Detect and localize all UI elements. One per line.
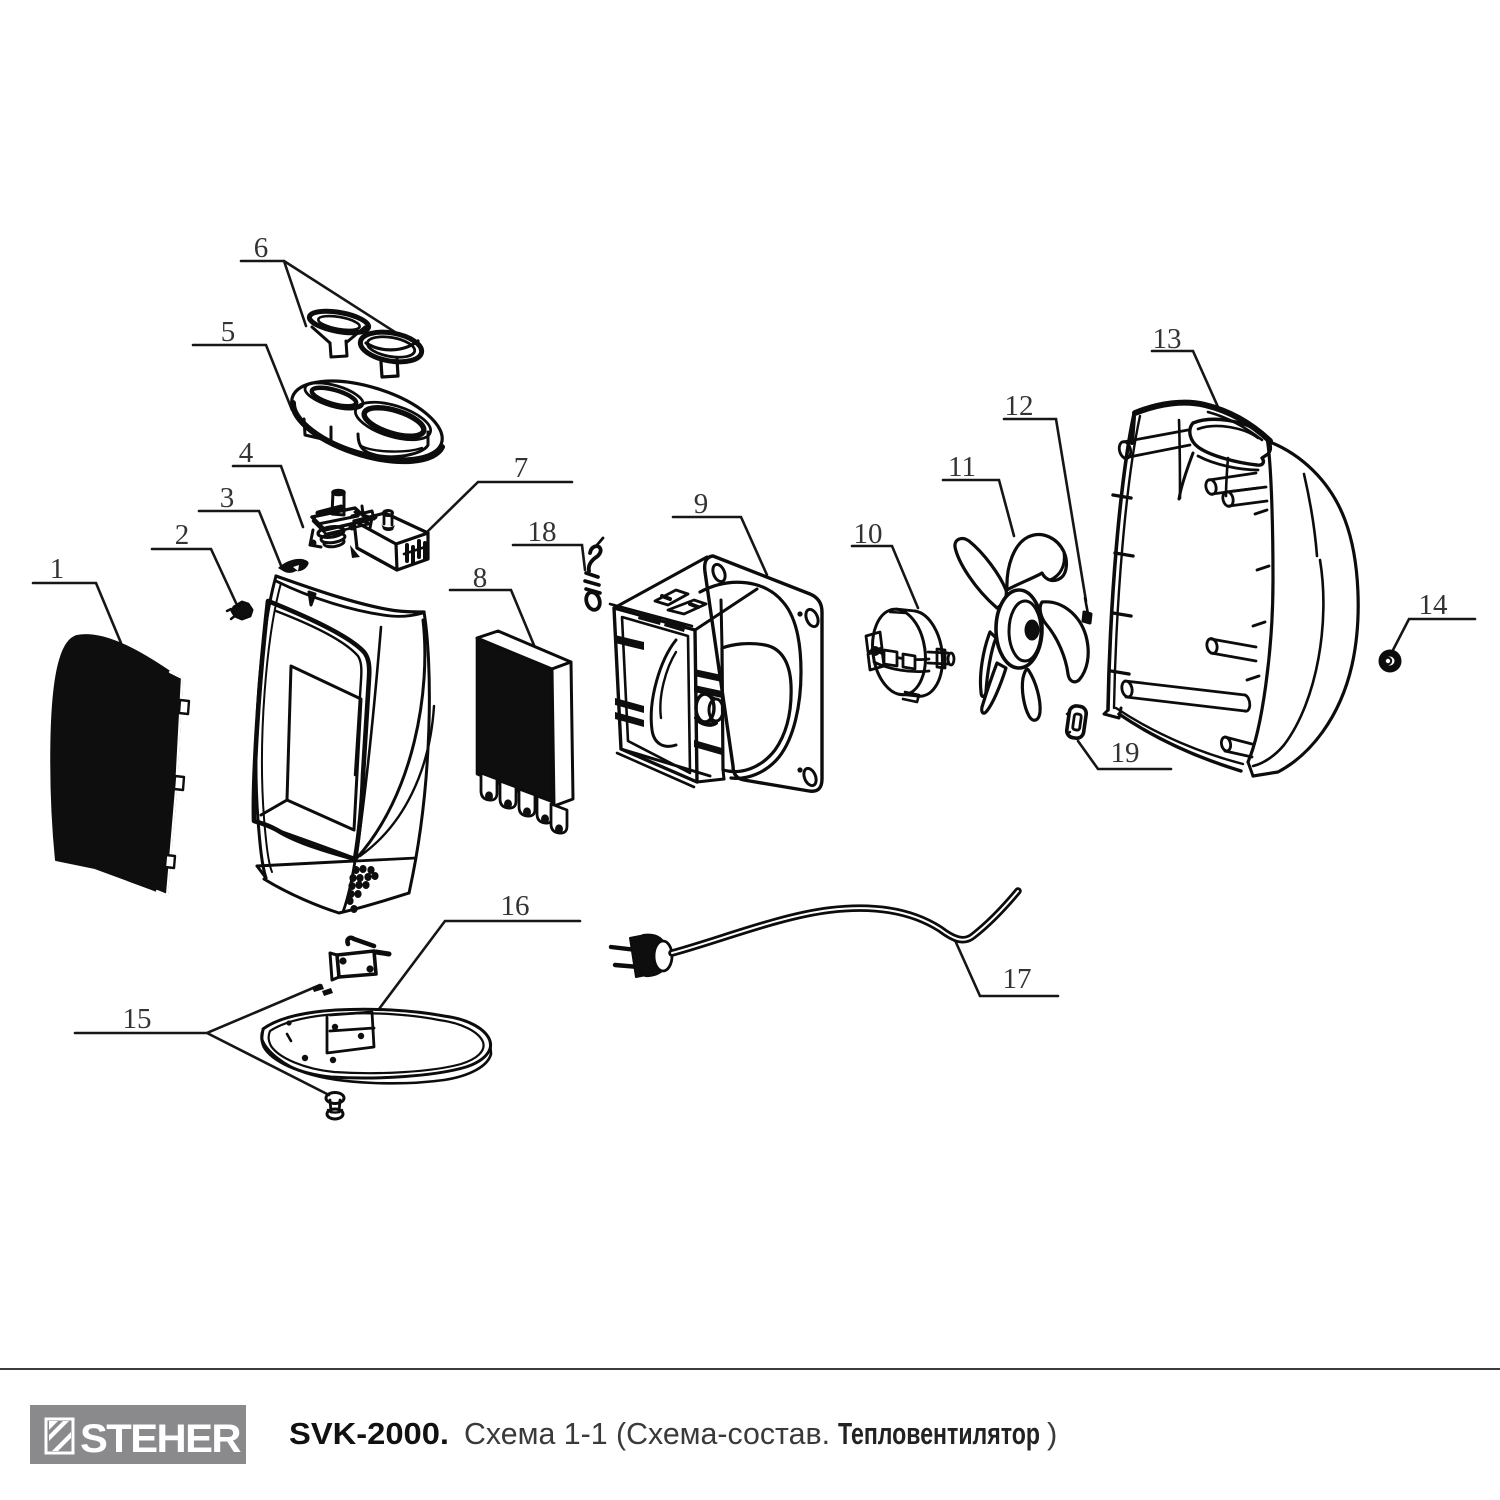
svg-text:11: 11 [948, 451, 976, 483]
svg-text:9: 9 [694, 488, 709, 520]
svg-text:3: 3 [220, 482, 235, 514]
svg-text:14: 14 [1419, 589, 1449, 621]
svg-text:15: 15 [123, 1003, 152, 1035]
svg-text:2: 2 [175, 519, 190, 551]
svg-text:6: 6 [254, 232, 269, 264]
svg-text:10: 10 [854, 518, 883, 550]
svg-text:STEHER: STEHER [80, 1417, 242, 1461]
svg-text:SVK-2000.Схема 1-1 (Схема-сост: SVK-2000.Схема 1-1 (Схема-состав.Теплове… [289, 1416, 1057, 1451]
svg-text:5: 5 [221, 316, 236, 348]
svg-text:12: 12 [1005, 390, 1034, 422]
svg-text:17: 17 [1003, 963, 1032, 995]
svg-text:4: 4 [239, 437, 254, 469]
svg-text:18: 18 [528, 516, 557, 548]
svg-text:1: 1 [50, 553, 65, 585]
svg-text:19: 19 [1111, 737, 1140, 769]
svg-text:16: 16 [501, 890, 530, 922]
svg-text:8: 8 [473, 562, 488, 594]
svg-text:7: 7 [514, 452, 529, 484]
svg-text:13: 13 [1153, 323, 1182, 355]
